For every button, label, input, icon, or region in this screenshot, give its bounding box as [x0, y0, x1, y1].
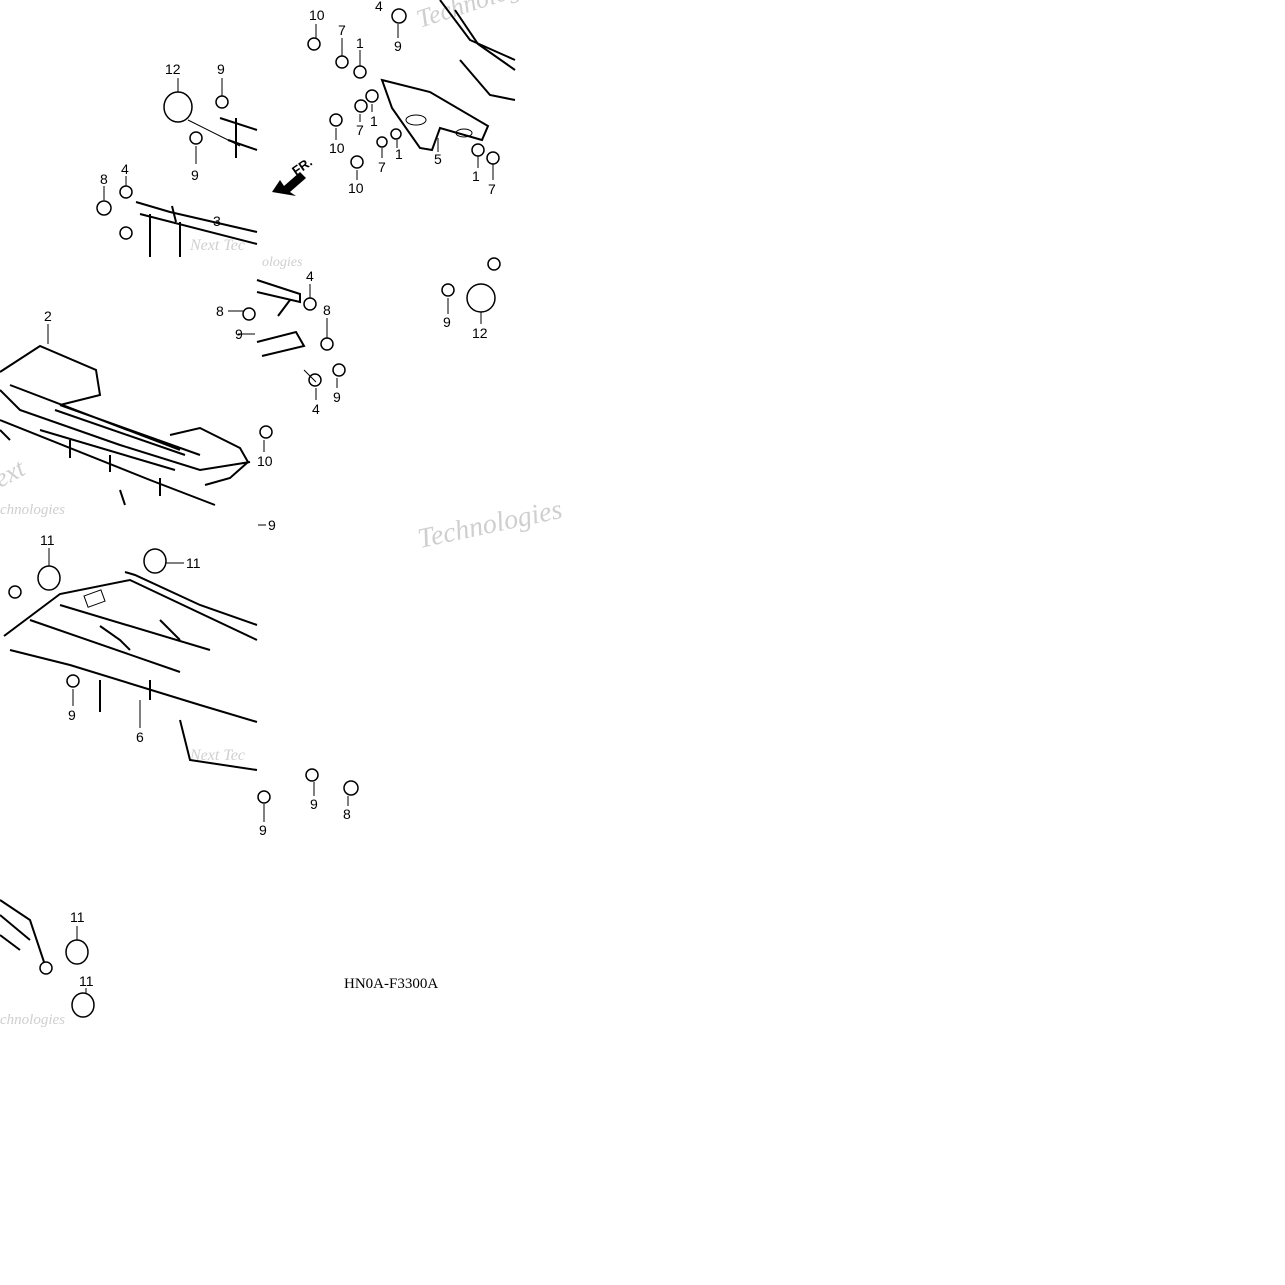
callout-label: 2: [44, 308, 52, 324]
callout-label: 11: [70, 909, 85, 925]
skid-plate-bracket: [380, 78, 490, 152]
rubber-cap-icon: [466, 283, 496, 313]
rubber-cap-icon: [163, 91, 193, 123]
callout-label: 9: [443, 314, 451, 330]
callout-label: 9: [191, 167, 199, 183]
callout-label: 8: [100, 171, 108, 187]
callout-label: 1: [472, 168, 480, 184]
callout-label: 9: [310, 796, 318, 812]
watermark-text: ext: [0, 453, 30, 493]
callout-label: 1: [356, 35, 364, 51]
rubber-cap-icon: [65, 939, 89, 965]
callout-label: 5: [434, 151, 442, 167]
leader-lines: [47, 24, 494, 994]
watermark-text: ologies: [262, 255, 303, 270]
callout-label: 10: [257, 453, 273, 469]
callout-label: 4: [121, 161, 129, 177]
front-direction-arrow-icon: FR.: [272, 154, 315, 196]
callout-label: 7: [356, 122, 364, 138]
watermark-text: chnologies: [0, 1012, 65, 1028]
callout-label: 12: [165, 61, 181, 77]
callout-label: 9: [217, 61, 225, 77]
upper-frame-fragment: [439, 0, 516, 101]
callout-label: 1: [395, 146, 403, 162]
rack-fragment-lower: [0, 899, 53, 975]
rack-fragment-upper: [135, 117, 258, 257]
callout-label: 3: [213, 213, 221, 229]
callout-label: 8: [343, 806, 351, 822]
callout-label: 4: [306, 268, 314, 284]
callout-label: 11: [79, 973, 94, 989]
callout-label: 12: [472, 325, 488, 341]
callout-label: 7: [378, 159, 386, 175]
callout-label: 4: [312, 401, 320, 417]
callout-label: 9: [333, 389, 341, 405]
diagram-code-label: HN0A-F3300A: [344, 976, 439, 992]
fastener-icon: [8, 8, 501, 804]
front-marker-label: FR.: [289, 154, 315, 178]
callout-label: 1: [370, 113, 378, 129]
callout-label: 10: [348, 180, 364, 196]
front-carrier-rack: [0, 344, 251, 506]
callout-label: 9: [268, 517, 276, 533]
watermark-text: Next Tec: [189, 237, 245, 254]
watermark-text: Next Tec: [189, 747, 245, 764]
callout-label: 10: [309, 7, 325, 23]
callout-label: 10: [329, 140, 345, 156]
callout-label: 9: [235, 326, 243, 342]
callout-label: 4: [375, 0, 383, 14]
callout-label: 6: [136, 729, 144, 745]
rear-carrier-rack: [3, 571, 258, 771]
rubber-cap-icon: [71, 992, 95, 1018]
callout-label: 11: [186, 555, 201, 571]
callout-label: 9: [394, 38, 402, 54]
rubber-cap-icon: [37, 565, 61, 591]
watermark-text: Technologies: [413, 0, 552, 34]
callout-label: 9: [259, 822, 267, 838]
callout-label: 8: [216, 303, 224, 319]
callout-label: 11: [40, 532, 55, 548]
callout-label: 7: [488, 181, 496, 197]
callout-label: 7: [338, 22, 346, 38]
callout-labels: 10 7 1 4 9 12 9 9 10 7 1 10 7 1 5 1 7 8 …: [40, 0, 496, 989]
callout-label: 9: [68, 707, 76, 723]
center-mount-bracket: [256, 279, 306, 357]
watermark-text: Technologies: [415, 494, 565, 555]
callout-label: 8: [323, 302, 331, 318]
watermark-text: chnologies: [0, 502, 65, 518]
rubber-cap-icon: [143, 548, 167, 574]
